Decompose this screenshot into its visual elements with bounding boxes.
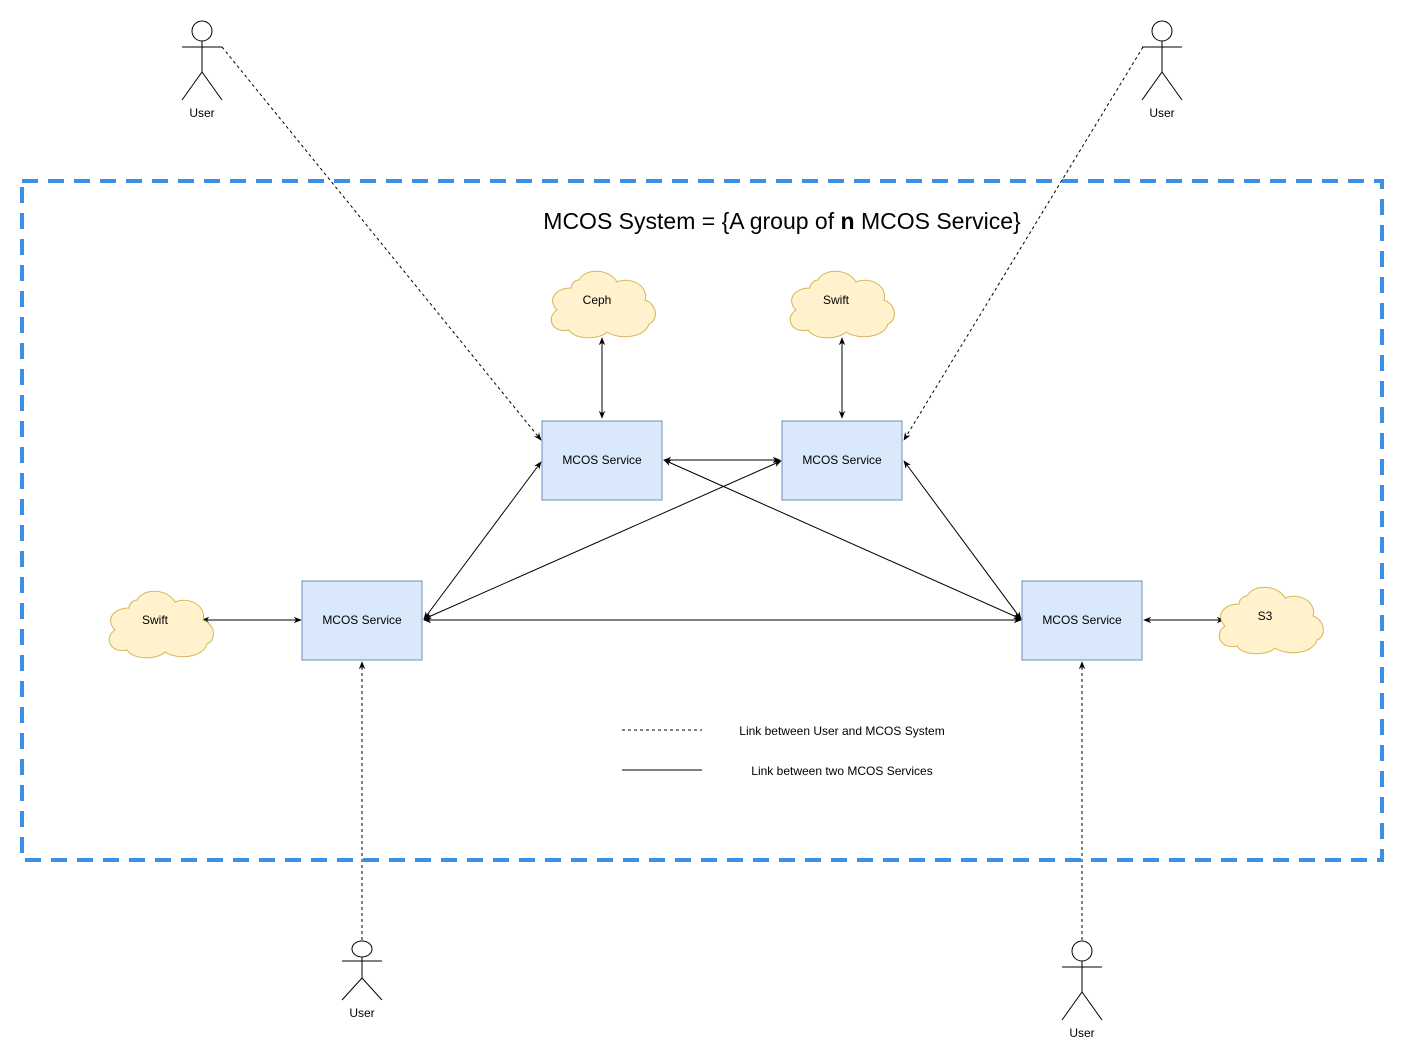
legend-dashed-label: Link between User and MCOS System (739, 724, 944, 738)
service-top-left[interactable]: MCOS Service (541, 420, 663, 501)
service-right[interactable]: MCOS Service (1021, 580, 1143, 661)
user-actor-icon (341, 940, 383, 1001)
service-top-right[interactable]: MCOS Service (781, 420, 903, 501)
link-user-top-right (903, 46, 1144, 441)
user-bottom-left[interactable]: User (341, 940, 383, 1020)
storage-s3[interactable]: S3 (1218, 586, 1324, 655)
service-label: MCOS Service (1042, 613, 1122, 627)
user-actor-icon (181, 20, 223, 101)
storage-label: Swift (823, 293, 850, 307)
user-actor-icon (1141, 20, 1183, 101)
user-actor-icon (1061, 940, 1103, 1021)
storage-swift-top[interactable]: Swift (789, 270, 895, 339)
service-label: MCOS Service (802, 453, 882, 467)
user-top-left[interactable]: User (181, 20, 223, 120)
user-label: User (1149, 106, 1174, 120)
user-label: User (189, 106, 214, 120)
storage-label: Ceph (583, 293, 612, 307)
user-bottom-right[interactable]: User (1061, 940, 1103, 1040)
legend-solid-label: Link between two MCOS Services (751, 764, 932, 778)
link-top-left-left (423, 461, 542, 620)
storage-swift-left[interactable]: Swift (108, 590, 214, 659)
link-user-top-left (221, 46, 542, 441)
storage-label: S3 (1258, 609, 1273, 623)
service-left[interactable]: MCOS Service (301, 580, 423, 661)
service-label: MCOS Service (322, 613, 402, 627)
system-title: MCOS System = {A group of n MCOS Service… (543, 208, 1021, 234)
storage-label: Swift (142, 613, 169, 627)
user-label: User (1069, 1026, 1094, 1040)
legend: Link between User and MCOS System Link b… (622, 724, 945, 778)
link-top-right-right (903, 460, 1022, 620)
user-label: User (349, 1006, 374, 1020)
user-top-right[interactable]: User (1141, 20, 1183, 120)
service-label: MCOS Service (562, 453, 642, 467)
storage-ceph[interactable]: Ceph (550, 270, 656, 339)
mcos-system-boundary (20, 179, 1384, 862)
